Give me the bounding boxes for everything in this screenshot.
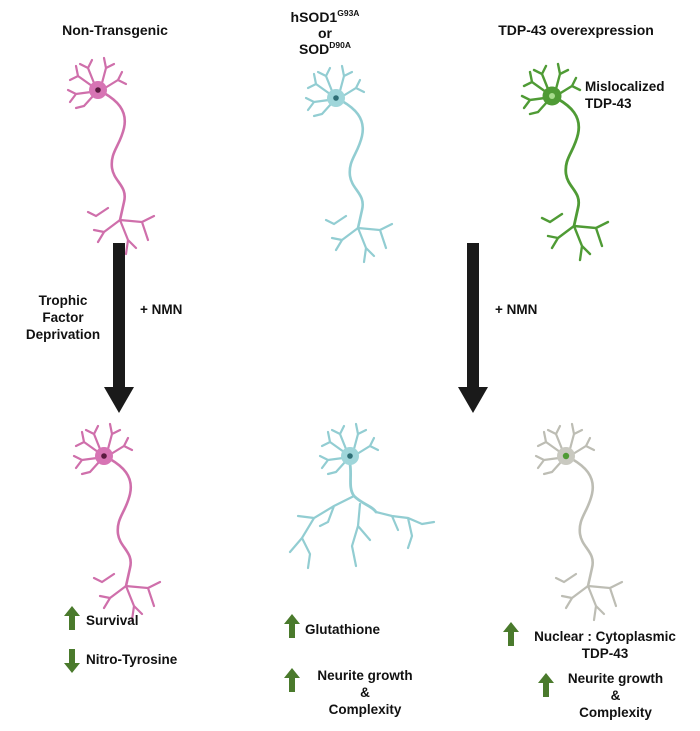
- outcome-neurite-middle: Neurite growth & Complexity: [300, 667, 430, 718]
- outcome-nitro-tyrosine: Nitro-Tyrosine: [86, 651, 177, 668]
- header-tdp43-text: TDP-43 overexpression: [498, 22, 654, 38]
- outcome-survival: Survival: [86, 612, 139, 629]
- condition-trophic-factor-deprivation: Trophic Factor Deprivation: [18, 292, 108, 343]
- neuron-sod-top: [304, 64, 394, 264]
- header-non-transgenic: Non-Transgenic: [40, 22, 190, 38]
- up-arrow-icon: [284, 614, 300, 638]
- neuron-tdp43-bottom: [534, 422, 624, 622]
- down-arrow-icon: [64, 649, 80, 673]
- header-sod-line1-sup: G93A: [337, 8, 360, 18]
- outcome-nitro-tyrosine-text: Nitro-Tyrosine: [86, 652, 178, 667]
- header-sod-line3-sup: D90A: [329, 40, 352, 50]
- outcome-survival-text: Survival: [86, 613, 139, 628]
- header-sod-line1: hSOD1G93A: [270, 9, 380, 25]
- up-arrow-icon: [503, 622, 519, 646]
- condition-line1: Trophic: [38, 293, 88, 308]
- neuron-tdp43-top: [520, 62, 610, 262]
- up-arrow-icon: [538, 673, 554, 697]
- treatment-nmn-right-text: + NMN: [495, 302, 538, 317]
- header-sod-line1-base: hSOD1: [290, 9, 338, 25]
- outcome-neurite-right-line1: Neurite growth: [567, 671, 664, 686]
- header-sod-line3: SODD90A: [270, 41, 380, 57]
- outcome-nuclear-cytoplasmic: Nuclear : Cytoplasmic TDP-43: [520, 628, 690, 662]
- up-arrow-icon: [64, 606, 80, 630]
- outcome-glutathione-text: Glutathione: [305, 622, 380, 637]
- outcome-nuclear-cytoplasmic-line2: TDP-43: [581, 646, 629, 661]
- condition-line2: Factor: [42, 310, 84, 325]
- header-sod: hSOD1G93A or SODD90A: [270, 9, 380, 57]
- annotation-mislocalized-line1: Mislocalized: [585, 79, 665, 94]
- header-tdp43: TDP-43 overexpression: [476, 22, 676, 38]
- outcome-neurite-right-line2: &: [610, 688, 621, 703]
- treatment-nmn-left: + NMN: [140, 301, 200, 318]
- header-sod-line2: or: [318, 25, 332, 41]
- header-sod-line3-base: SOD: [298, 41, 330, 57]
- neuron-nontransgenic-top: [66, 56, 156, 256]
- annotation-mislocalized: Mislocalized TDP-43: [585, 78, 685, 112]
- outcome-neurite-middle-line2: &: [360, 685, 370, 700]
- outcome-neurite-middle-line3: Complexity: [328, 702, 402, 717]
- big-arrow-left: [104, 243, 134, 413]
- header-non-transgenic-text: Non-Transgenic: [62, 22, 168, 38]
- neuron-sod-bottom: [288, 422, 436, 570]
- outcome-neurite-right: Neurite growth & Complexity: [553, 670, 678, 721]
- outcome-neurite-right-line3: Complexity: [579, 705, 652, 720]
- outcome-nuclear-cytoplasmic-line1: Nuclear : Cytoplasmic: [534, 629, 676, 644]
- condition-line3: Deprivation: [25, 327, 101, 342]
- outcome-glutathione: Glutathione: [305, 621, 380, 638]
- outcome-neurite-middle-line1: Neurite growth: [317, 668, 413, 683]
- treatment-nmn-left-text: + NMN: [140, 302, 183, 317]
- up-arrow-icon: [284, 668, 300, 692]
- annotation-mislocalized-line2: TDP-43: [585, 96, 632, 111]
- neuron-nontransgenic-bottom: [72, 422, 162, 622]
- big-arrow-right: [458, 243, 488, 413]
- treatment-nmn-right: + NMN: [495, 301, 555, 318]
